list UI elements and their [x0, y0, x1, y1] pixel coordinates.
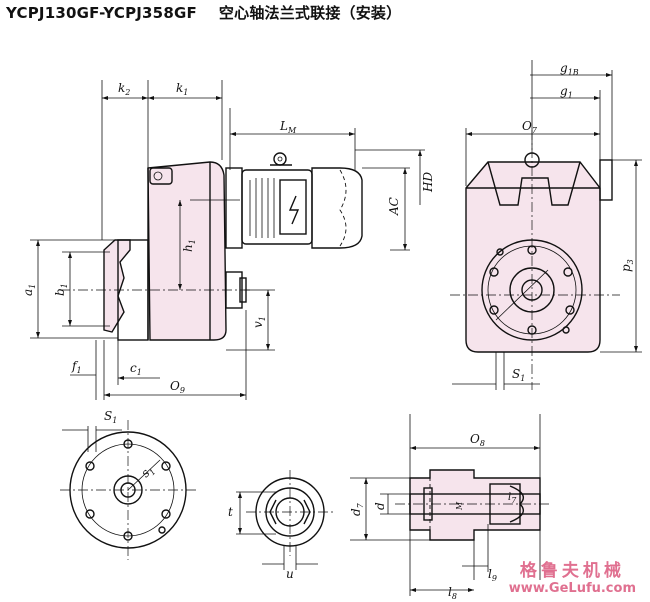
label-c1: c1 — [130, 361, 142, 377]
label-o8: O8 — [470, 432, 485, 448]
label-l7: l7 — [508, 492, 517, 505]
label-d7: d7 — [349, 502, 365, 516]
shaft-longitudinal-section — [350, 414, 550, 596]
label-s1-right: S1 — [512, 367, 525, 383]
label-g1b: g1B — [560, 61, 579, 77]
label-m: M — [455, 501, 464, 511]
label-a1: a1 — [21, 284, 37, 296]
label-s1-bottom: S1 — [104, 409, 117, 425]
drawing-title: YCPJ130GF-YCPJ358GF 空心轴法兰式联接（安装） — [6, 2, 401, 23]
label-lm: LM — [279, 119, 297, 135]
label-l8: l8 — [448, 585, 457, 601]
mounting-description: 空心轴法兰式联接（安装） — [218, 4, 402, 22]
label-o9: O9 — [170, 379, 185, 395]
label-t: t — [228, 505, 233, 519]
label-p3: p3 — [619, 259, 635, 272]
label-f1: f1 — [71, 359, 82, 375]
label-h1: h1 — [181, 239, 197, 252]
label-g1: g1 — [560, 84, 573, 100]
motor-fins — [249, 178, 275, 238]
flange-face-view — [60, 420, 196, 560]
label-o7: O7 — [522, 119, 538, 135]
electric-symbol-icon — [288, 195, 300, 225]
label-u: u — [286, 567, 294, 581]
label-k1: k1 — [176, 81, 188, 97]
label-d: d — [373, 502, 387, 510]
hollow-shaft-section — [236, 470, 336, 570]
label-hd: HD — [421, 172, 435, 193]
side-view — [30, 80, 425, 400]
label-l9: l9 — [488, 567, 497, 583]
model-range: YCPJ130GF-YCPJ358GF — [6, 4, 197, 22]
label-b1: b1 — [53, 283, 69, 296]
watermark: 格鲁夫机械 www.GeLufu.com — [509, 556, 636, 596]
watermark-chinese: 格鲁夫机械 — [519, 561, 625, 581]
end-view — [450, 60, 642, 390]
watermark-url: www.GeLufu.com — [508, 581, 636, 596]
label-v1: v1 — [251, 316, 267, 328]
label-k2: k2 — [118, 81, 130, 97]
label-ac: AC — [387, 197, 401, 216]
